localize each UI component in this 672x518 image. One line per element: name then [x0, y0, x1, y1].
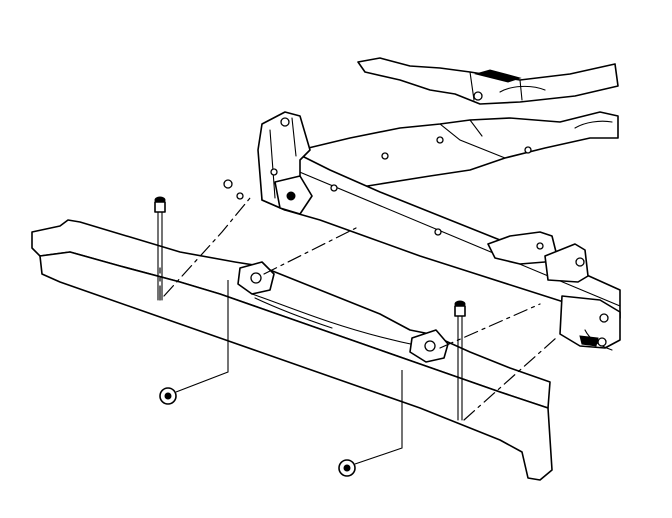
assembly-lines [159, 197, 557, 421]
vertical-bolt-left [154, 196, 166, 301]
crossmember [223, 111, 621, 351]
frame-rails [299, 57, 619, 193]
horizontal-bolt-left [159, 280, 229, 405]
vertical-bolt-right [454, 300, 466, 421]
horizontal-bolt-right [338, 370, 403, 477]
